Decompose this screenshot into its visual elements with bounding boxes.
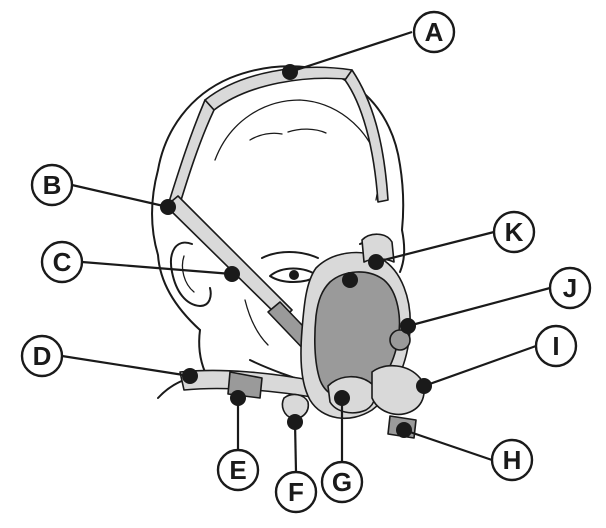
- callout-circle-f: [274, 470, 318, 514]
- callout-circle-e: [216, 448, 260, 492]
- anchor-dot-d: [182, 368, 198, 384]
- swivel: [371, 365, 425, 416]
- callout-circle-d: [20, 334, 64, 378]
- callout-circle-a: [412, 10, 456, 54]
- anchor-dot-e: [230, 390, 246, 406]
- callout-circle-h: [490, 438, 534, 482]
- leader-line-i: [423, 344, 537, 388]
- anchor-dot-b: [160, 199, 176, 215]
- ear: [170, 241, 212, 307]
- callout-label-b: B: [43, 170, 62, 200]
- anchor-dot-j: [400, 318, 416, 334]
- callout-label-e: E: [229, 455, 246, 485]
- callout-label-g: G: [332, 467, 352, 497]
- cheek: [244, 299, 269, 346]
- leader-line-a: [289, 30, 413, 74]
- leader-line-d: [61, 354, 191, 378]
- anchor-dot-h: [396, 422, 412, 438]
- leader-line-h: [403, 428, 493, 462]
- callout-label-j: J: [563, 273, 577, 303]
- callout-circle-g: [320, 460, 364, 504]
- leader-line-j: [407, 286, 551, 328]
- callout-label-k: K: [505, 217, 524, 247]
- pupil: [289, 270, 299, 280]
- callouts: A B C D E F G H: [20, 10, 592, 514]
- callout-label-a: A: [425, 17, 444, 47]
- anchor-dot-i: [416, 378, 432, 394]
- frame-connector: [389, 329, 411, 351]
- callout-circle-j: [548, 266, 592, 310]
- side-strap-back: [167, 99, 215, 211]
- callout-circle-b: [30, 163, 74, 207]
- callout-label-h: H: [503, 445, 522, 475]
- brow: [261, 251, 319, 259]
- anchor-dot-k: [368, 254, 384, 270]
- upper-strap: [165, 195, 293, 321]
- head-outline: [151, 65, 406, 331]
- quick-release: [281, 393, 310, 420]
- leader-line-c: [81, 260, 233, 276]
- callout-label-i: I: [552, 331, 559, 361]
- anchor-dot-a: [282, 64, 298, 80]
- leader-line-b: [71, 183, 169, 209]
- anchor-dot-f: [287, 414, 303, 430]
- mask: [300, 233, 425, 439]
- callout-label-d: D: [33, 341, 52, 371]
- crown-strap: [204, 66, 357, 111]
- forehead-crease: [249, 132, 283, 141]
- anchor-dot-g: [334, 390, 350, 406]
- forehead-crease: [287, 128, 327, 134]
- hair-line: [214, 99, 380, 201]
- leader-line-k: [375, 230, 495, 264]
- anchor-dot-c: [224, 266, 240, 282]
- anchor-dot-k-secondary: [342, 272, 358, 288]
- neck-back: [198, 329, 206, 373]
- ear-inner: [181, 255, 195, 293]
- callout-label-f: F: [288, 477, 304, 507]
- callout-label-c: C: [53, 247, 72, 277]
- callout-circle-k: [492, 210, 536, 254]
- callout-circle-c: [40, 240, 84, 284]
- leader-line-f: [293, 421, 298, 473]
- side-strap-front: [344, 69, 389, 203]
- callout-circle-i: [534, 324, 578, 368]
